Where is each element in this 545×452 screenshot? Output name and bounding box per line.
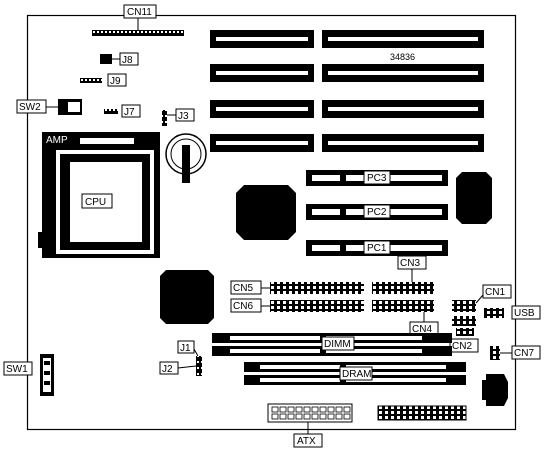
cn5-label: CN5 — [233, 283, 253, 294]
cn2-label: CN2 — [452, 341, 472, 352]
cn1-label: CN1 — [485, 287, 505, 298]
j2-label: J2 — [162, 364, 173, 375]
atx-label: ATX — [297, 436, 316, 447]
cn7-header — [490, 346, 500, 360]
sw2-label: SW2 — [19, 102, 41, 113]
sw1-label: SW1 — [6, 364, 28, 375]
slot-label-pc3: PC3 — [367, 173, 387, 184]
cn7-label: CN7 — [514, 348, 534, 359]
part-number: 34836 — [390, 52, 415, 62]
slot-label-pc2: PC2 — [367, 207, 387, 218]
cn3-label: CN3 — [400, 258, 420, 269]
cn6-header — [270, 300, 364, 312]
j7-jumper — [104, 109, 118, 114]
cn4-header — [372, 300, 434, 312]
usb-header — [484, 308, 504, 318]
battery — [165, 133, 207, 183]
rear-port — [482, 374, 508, 406]
slot-label-pc1: PC1 — [367, 243, 387, 254]
j3-jumper — [162, 110, 167, 126]
j1-label: J1 — [180, 343, 191, 354]
j9-jumper — [80, 78, 102, 83]
chip-south — [160, 270, 214, 324]
cpu-label: CPU — [85, 197, 106, 208]
chip-north-right — [456, 172, 492, 224]
j9-label: J9 — [110, 76, 121, 87]
cn11-label: CN11 — [127, 7, 152, 18]
j7-label: J7 — [124, 107, 135, 118]
aux-header — [377, 405, 467, 421]
cpu-socket-brand: AMP — [46, 135, 68, 146]
usb-label: USB — [514, 308, 535, 319]
cn5-header — [270, 282, 364, 294]
cn11-header — [92, 30, 184, 36]
j8-label: J8 — [122, 55, 133, 66]
dram-label: DRAM — [342, 369, 371, 380]
cn6-label: CN6 — [233, 301, 253, 312]
cn3-header — [372, 282, 434, 294]
chip-north-left — [236, 185, 296, 240]
cn2-header — [456, 328, 474, 336]
j1-j2-jumper — [196, 356, 202, 376]
dimm-label: DIMM — [324, 339, 351, 350]
cn1-header — [452, 300, 476, 312]
cn4-label: CN4 — [412, 324, 432, 335]
j3-label: J3 — [178, 111, 189, 122]
j8-jumper — [100, 54, 112, 64]
